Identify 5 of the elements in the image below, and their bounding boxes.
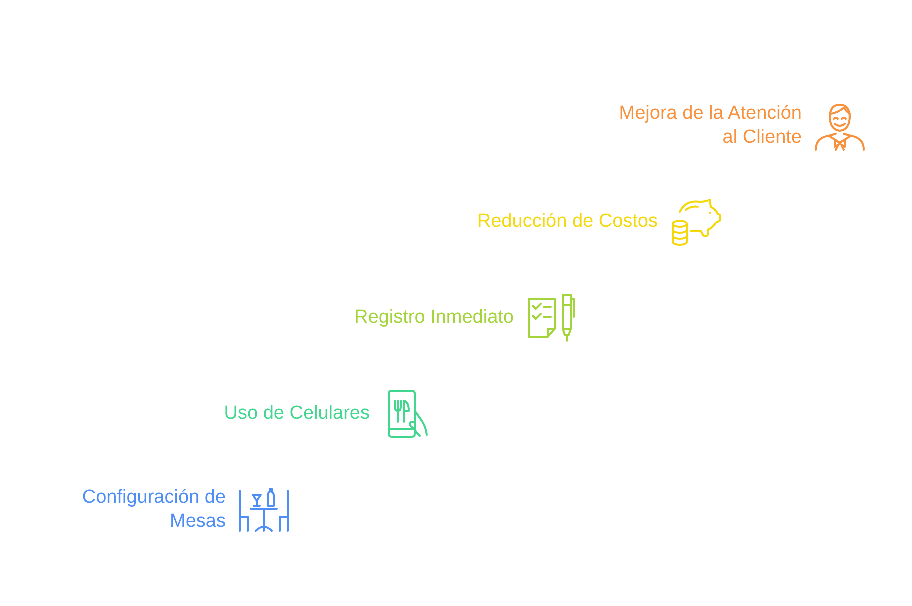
step-label: Configuración de Mesas [81, 486, 226, 534]
step-label: Registro Inmediato [354, 306, 514, 330]
step-label: Uso de Celulares [224, 402, 370, 426]
step-label: Mejora de la Atención al Cliente [618, 102, 802, 150]
step-label: Reducción de Costos [477, 210, 658, 234]
